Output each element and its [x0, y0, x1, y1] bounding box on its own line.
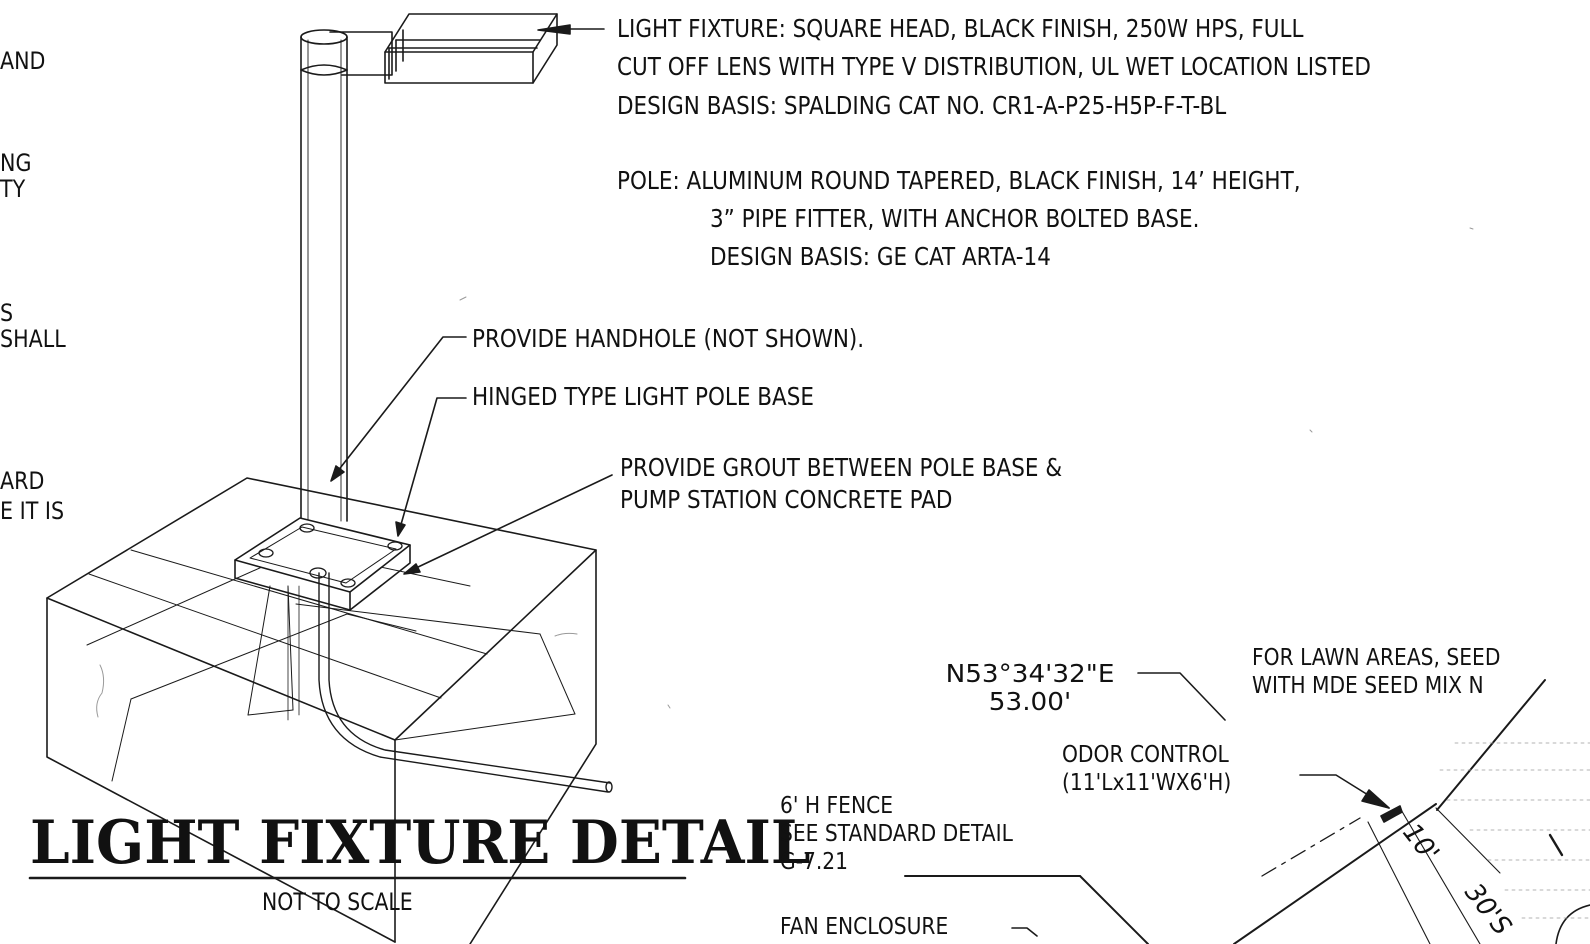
conduit: [318, 572, 613, 793]
bearing-leader: [1137, 672, 1226, 721]
fence-detail-number: G-7.21: [780, 849, 849, 875]
fence-detail-ref: SEE STANDARD DETAIL: [780, 821, 1013, 847]
margin-fragment: NG: [0, 149, 32, 177]
odor-control-leader: [1299, 774, 1403, 823]
pole-spec-line: POLE: ALUMINUM ROUND TAPERED, BLACK FINI…: [617, 166, 1301, 195]
margin-fragment: S: [0, 299, 14, 327]
distance-label: 53.00': [988, 687, 1072, 716]
fixture-spec-line: CUT OFF LENS WITH TYPE V DISTRIBUTION, U…: [617, 52, 1371, 81]
hatch-area: [1439, 742, 1590, 919]
detail-title: LIGHT FIXTURE DETAIL: [30, 808, 811, 878]
fixture-arm: [329, 31, 393, 76]
base-plate: [234, 517, 411, 611]
margin-fragment: AND: [0, 47, 46, 75]
grout-leader: [403, 474, 613, 575]
pole-design-basis: DESIGN BASIS: GE CAT ARTA-14: [710, 242, 1051, 271]
lawn-seed-note: WITH MDE SEED MIX N: [1252, 673, 1484, 699]
fan-enclosure-leader: [1011, 927, 1038, 937]
fixture-spec-line: LIGHT FIXTURE: SQUARE HEAD, BLACK FINISH…: [617, 14, 1304, 43]
site-linework: [1233, 679, 1590, 944]
hinged-base-note: HINGED TYPE LIGHT POLE BASE: [472, 382, 814, 411]
scan-specks: [96, 227, 1474, 718]
margin-fragment: SHALL: [0, 325, 66, 353]
fixture-leader: [537, 24, 605, 35]
anchor-bolts: [258, 523, 403, 588]
fan-enclosure-label: FAN ENCLOSURE: [780, 914, 949, 940]
lawn-seed-note: FOR LAWN AREAS, SEED: [1252, 645, 1501, 671]
fixture-design-basis: DESIGN BASIS: SPALDING CAT NO. CR1-A-P25…: [617, 91, 1227, 120]
pole-spec-line: 3” PIPE FITTER, WITH ANCHOR BOLTED BASE.: [710, 204, 1200, 233]
margin-fragment: ARD: [0, 467, 45, 495]
grout-note: PROVIDE GROUT BETWEEN POLE BASE &: [620, 453, 1063, 482]
fence-leader: [904, 875, 1149, 944]
odor-control-label: ODOR CONTROL: [1062, 742, 1229, 768]
odor-control-size: (11'Lx11'WX6'H): [1062, 770, 1232, 796]
scale-note: NOT TO SCALE: [262, 888, 413, 916]
fence-label: 6' H FENCE: [780, 793, 894, 819]
handhole-leader: [330, 336, 467, 482]
margin-fragment: E IT IS: [0, 497, 65, 525]
light-pole: [300, 29, 348, 522]
handhole-note: PROVIDE HANDHOLE (NOT SHOWN).: [472, 324, 865, 353]
bearing-label: N53°34'32"E: [945, 659, 1115, 688]
hinged-base-leader: [395, 397, 467, 537]
margin-fragment: TY: [0, 175, 26, 203]
grout-note: PUMP STATION CONCRETE PAD: [620, 485, 953, 514]
fixture-head: [384, 13, 558, 84]
